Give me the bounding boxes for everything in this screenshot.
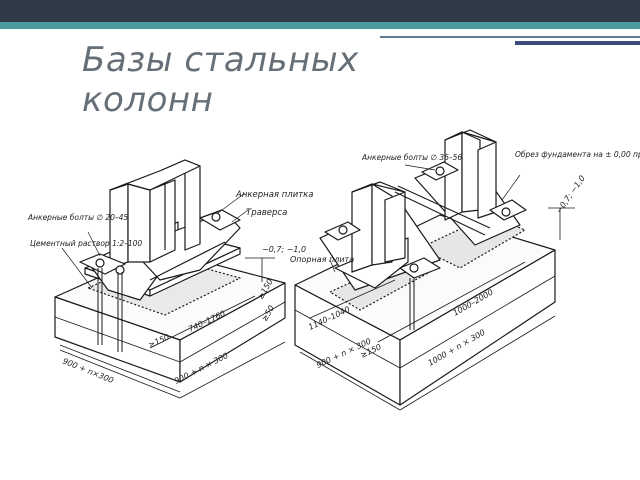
- label-right-base-plate: Опорная плита: [290, 255, 354, 264]
- left-column-base: [54, 159, 286, 399]
- title-region: Базы стальных колонн: [0, 0, 640, 112]
- label-left-traverse: Траверса: [246, 208, 287, 218]
- dim-right-clearance: −0,7; −1,0: [554, 174, 587, 215]
- accent-bar: [0, 22, 640, 29]
- dim-left-clearance: −0,7; −1,0: [262, 245, 306, 254]
- label-right-anchor-bolts: Анкерные болты ∅ 36–56: [361, 153, 462, 162]
- right-foundation-side: [399, 249, 556, 406]
- top-bar: [0, 0, 640, 22]
- left-anchor-nut: [95, 258, 105, 268]
- right-column-rear-flange: [444, 131, 463, 221]
- label-right-foundation-cut: Обрез фундамента на ± 0,00 при высоте тр…: [515, 150, 640, 159]
- decor-line: [380, 36, 640, 38]
- label-left-cement-mortar: Цементный раствор 1:2–100: [30, 239, 142, 248]
- left-column-web: [149, 179, 176, 263]
- label-left-anchor-plate: Анкерная плитка: [235, 190, 314, 200]
- right-column-base: [294, 129, 575, 411]
- left-foundation-side: [179, 282, 286, 383]
- decor-line: [515, 41, 640, 45]
- left-column-flange-front: [109, 183, 129, 269]
- slide-title: Базы стальных колонн: [82, 40, 359, 112]
- label-left-anchor-bolts: Анкерные болты ∅ 20–45: [27, 213, 128, 222]
